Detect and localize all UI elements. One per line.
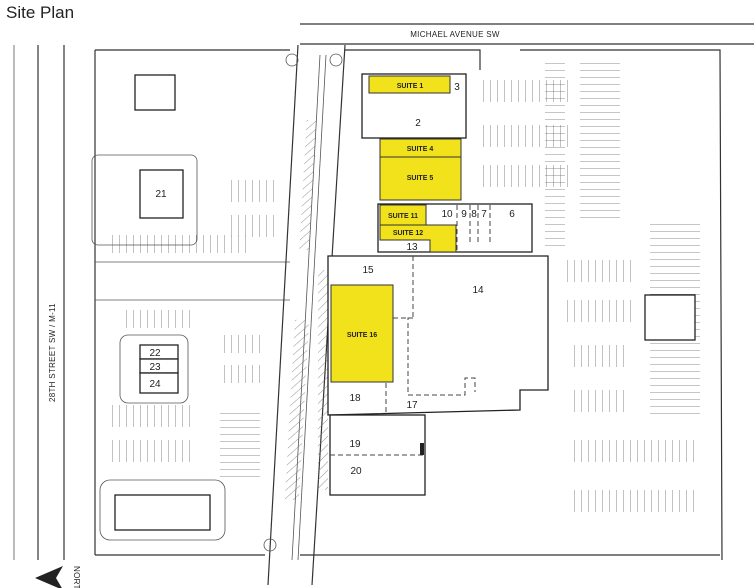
suite-16 [330, 284, 394, 383]
north-strip-building: SUITE 1 3 2 SUITE 4 SUITE 5 SUITE 11 SUI… [361, 73, 533, 253]
unit-20-label: 20 [350, 466, 362, 477]
unit-19-label: 19 [349, 439, 361, 450]
property-boundary [94, 49, 723, 561]
unit-10-label: 10 [441, 209, 453, 220]
unit-9-label: 9 [461, 209, 467, 220]
unit-21-label: 21 [155, 189, 167, 200]
parking-areas [110, 60, 700, 512]
unit-24 [139, 372, 179, 394]
suite-16-label: SUITE 16 [347, 332, 377, 339]
unit-2-label: 2 [415, 118, 421, 129]
suite-5 [379, 156, 462, 201]
suite-1 [368, 75, 451, 94]
suite-12 [379, 224, 457, 253]
unit-15-label: 15 [362, 265, 374, 276]
suite-4-label: SUITE 4 [407, 146, 434, 153]
unit-7-label: 7 [481, 209, 487, 220]
suite-11-label: SUITE 11 [388, 213, 418, 220]
unit-21 [139, 169, 184, 219]
unit-24-label: 24 [149, 379, 161, 390]
unit-18-label: 18 [349, 393, 361, 404]
unit-23-label: 23 [149, 362, 161, 373]
unit-3-label: 3 [454, 82, 460, 93]
michael-avenue-label: MICHAEL AVENUE SW [410, 30, 500, 39]
page-title: Site Plan [6, 3, 75, 22]
north-arrow: NORTH [35, 566, 81, 588]
unit-17-label: 17 [406, 400, 418, 411]
28th-street: 28TH STREET SW / M-11 [13, 45, 65, 560]
north-label: NORTH [72, 566, 81, 588]
suite-1-label: SUITE 1 [397, 83, 424, 90]
unit-22-label: 22 [149, 348, 161, 359]
unit-13-label: 13 [406, 242, 418, 253]
michael-avenue: MICHAEL AVENUE SW [300, 23, 754, 45]
outparcel-building-south [114, 494, 211, 531]
outparcel-building-north [134, 74, 176, 111]
unit-6-label: 6 [509, 209, 515, 220]
anchor-building: SUITE 16 15 14 18 17 19 20 [327, 255, 549, 496]
suite-12-label: SUITE 12 [393, 230, 423, 237]
suite-5-label: SUITE 5 [407, 175, 434, 182]
unit-14-label: 14 [472, 285, 484, 296]
28th-street-label: 28TH STREET SW / M-11 [48, 303, 57, 402]
outparcels: 21 22 23 24 [91, 74, 226, 541]
arrow-left-icon [35, 566, 63, 588]
unit-8-label: 8 [471, 209, 477, 220]
units-19-20-building [329, 414, 426, 496]
